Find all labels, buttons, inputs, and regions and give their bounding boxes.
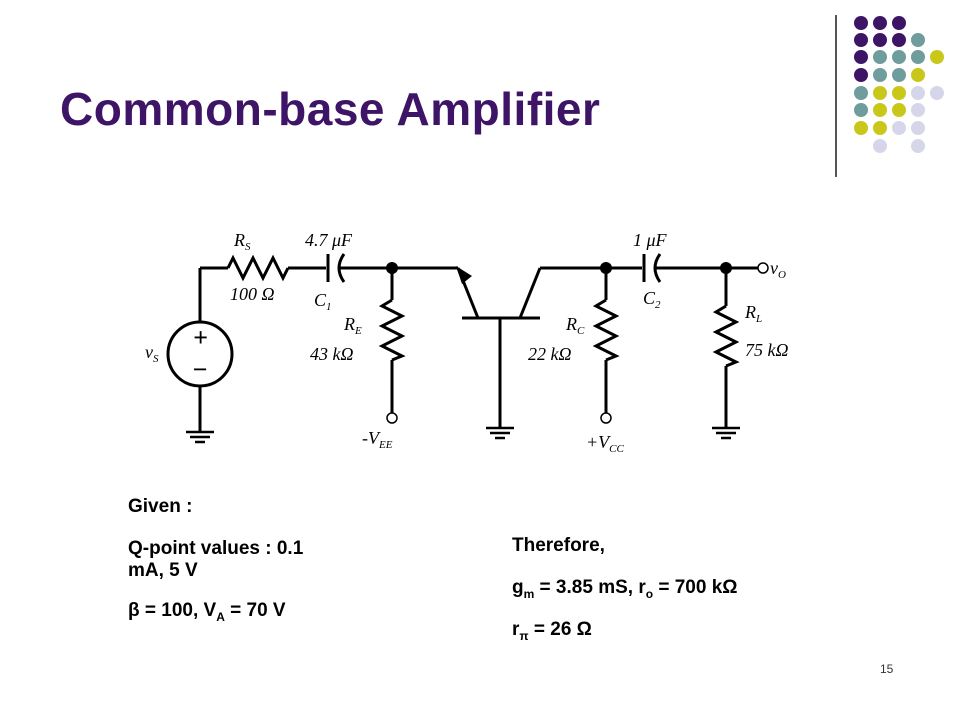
vee-terminal <box>386 412 398 424</box>
decor-dot <box>873 16 887 30</box>
rc-label: RC <box>565 314 585 337</box>
decor-dot <box>911 68 925 82</box>
decor-dot <box>892 103 906 117</box>
source-circle <box>166 320 234 388</box>
decor-dot <box>911 50 925 64</box>
vo-terminal <box>757 262 769 274</box>
rc-resistor <box>592 298 620 362</box>
rl-resistor <box>712 304 740 368</box>
decor-dot <box>854 33 868 47</box>
re-label: RE <box>343 314 362 337</box>
rl-value: 75 kΩ <box>745 340 789 360</box>
decor-dot <box>911 121 925 135</box>
slide-title: Common-base Amplifier <box>60 83 601 135</box>
vcc-terminal <box>600 412 612 424</box>
decor-dot <box>873 33 887 47</box>
decor-dot <box>854 121 868 135</box>
gm-ro-line: gm = 3.85 mS, ro = 700 kΩ <box>512 577 738 601</box>
decor-dot <box>873 50 887 64</box>
junction-dot <box>386 262 398 274</box>
given-block: Given : Q-point values : 0.1 mA, 5 V β =… <box>128 496 303 624</box>
q-point-line-cont: mA, 5 V <box>128 560 198 581</box>
rs-value: 100 Ω <box>230 284 275 304</box>
therefore-heading: Therefore, <box>512 535 605 556</box>
vo-label: vO <box>770 258 786 281</box>
c1-value: 4.7 μF <box>305 230 353 250</box>
therefore-block: Therefore, gm = 3.85 mS, ro = 700 kΩ rπ … <box>512 535 738 643</box>
page-number: 15 <box>880 662 894 676</box>
decor-dot <box>854 50 868 64</box>
rs-label: RS <box>233 230 251 253</box>
rl-label: RL <box>744 302 762 325</box>
emitter-arrow <box>456 266 472 284</box>
decor-dot <box>854 16 868 30</box>
c2-value: 1 μF <box>633 230 668 250</box>
decor-dot <box>854 68 868 82</box>
re-resistor <box>378 298 406 362</box>
decor-dot <box>892 121 906 135</box>
ground-symbol-base <box>486 426 514 440</box>
c1-label: C1 <box>314 290 332 313</box>
given-heading: Given : <box>128 496 193 517</box>
decor-dot <box>873 139 887 153</box>
rs-resistor <box>226 254 290 282</box>
beta-va-line: β = 100, VA = 70 V <box>128 600 286 624</box>
ground-symbol-load <box>712 426 740 440</box>
decor-dot <box>911 33 925 47</box>
decor-dot <box>892 50 906 64</box>
vcc-label: +VCC <box>586 432 624 455</box>
decor-dot <box>911 86 925 100</box>
title-divider <box>835 15 837 177</box>
q-point-line: Q-point values : 0.1 <box>128 538 304 559</box>
decor-dot <box>911 103 925 117</box>
source-minus: − <box>192 355 208 384</box>
rc-value: 22 kΩ <box>528 344 572 364</box>
rpi-line: rπ = 26 Ω <box>512 618 592 643</box>
decor-dot <box>854 103 868 117</box>
vs-label: vS <box>145 342 159 365</box>
re-value: 43 kΩ <box>310 344 354 364</box>
decor-dot <box>892 86 906 100</box>
source-plus: + <box>193 323 208 352</box>
decor-dot <box>930 50 944 64</box>
decor-dot <box>892 33 906 47</box>
c2-label: C2 <box>643 288 661 311</box>
decor-dot <box>873 86 887 100</box>
decor-dot <box>892 68 906 82</box>
decor-dot <box>892 16 906 30</box>
decor-dot <box>930 86 944 100</box>
ground-symbol-source <box>186 430 214 444</box>
decor-dot <box>873 68 887 82</box>
junction-dot <box>600 262 612 274</box>
decor-dot <box>873 121 887 135</box>
decor-dot <box>911 139 925 153</box>
collector-lead <box>518 267 542 319</box>
vee-label: -VEE <box>362 428 393 451</box>
junction-dot <box>720 262 732 274</box>
decor-dot <box>873 103 887 117</box>
decor-dot <box>854 86 868 100</box>
